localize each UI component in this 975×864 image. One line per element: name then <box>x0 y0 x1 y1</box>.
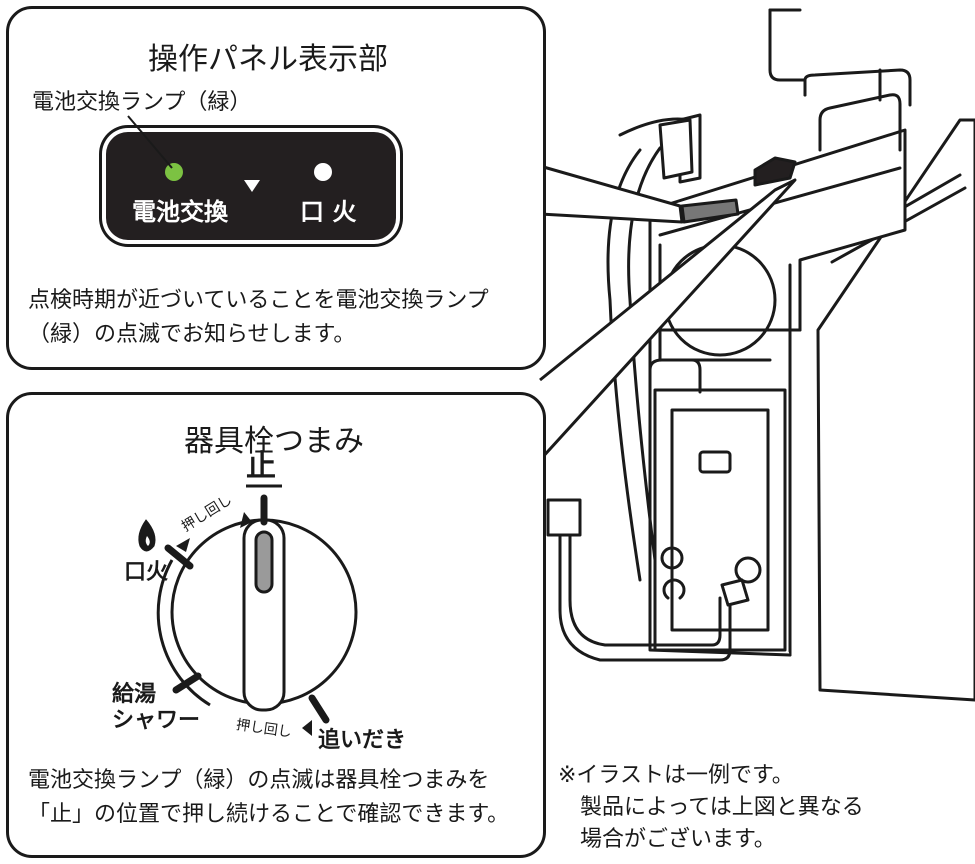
lamp-caption: 電池交換ランプ（緑） <box>32 90 252 115</box>
reheat-label: 追いだき <box>318 728 407 753</box>
hot-water-shower-label: 給湯 シャワー <box>112 682 201 733</box>
pilot-position-label: 口火 <box>124 560 169 585</box>
illustration-note: ※イラストは一例です。 製品によっては上図と異なる 場合がございます。 <box>558 763 864 852</box>
indicator-triangle-icon <box>244 180 260 192</box>
pilot-lamp-white <box>314 163 332 181</box>
battery-label: 電池交換 <box>132 198 228 226</box>
valve-knob-title: 器具栓つまみ <box>184 424 364 459</box>
pilot-label: 口 火 <box>300 198 357 226</box>
flame-icon <box>138 519 156 552</box>
valve-description: 電池交換ランプ（緑）の点滅は器具栓つまみを 「止」の位置で押し続けることで確認で… <box>28 768 510 827</box>
panel-display-title: 操作パネル表示部 <box>148 42 388 77</box>
panel-description: 点検時期が近づいていることを電池交換ランプ （緑）の点滅でお知らせします。 <box>28 288 489 347</box>
stop-position-label: 止 <box>246 449 276 484</box>
